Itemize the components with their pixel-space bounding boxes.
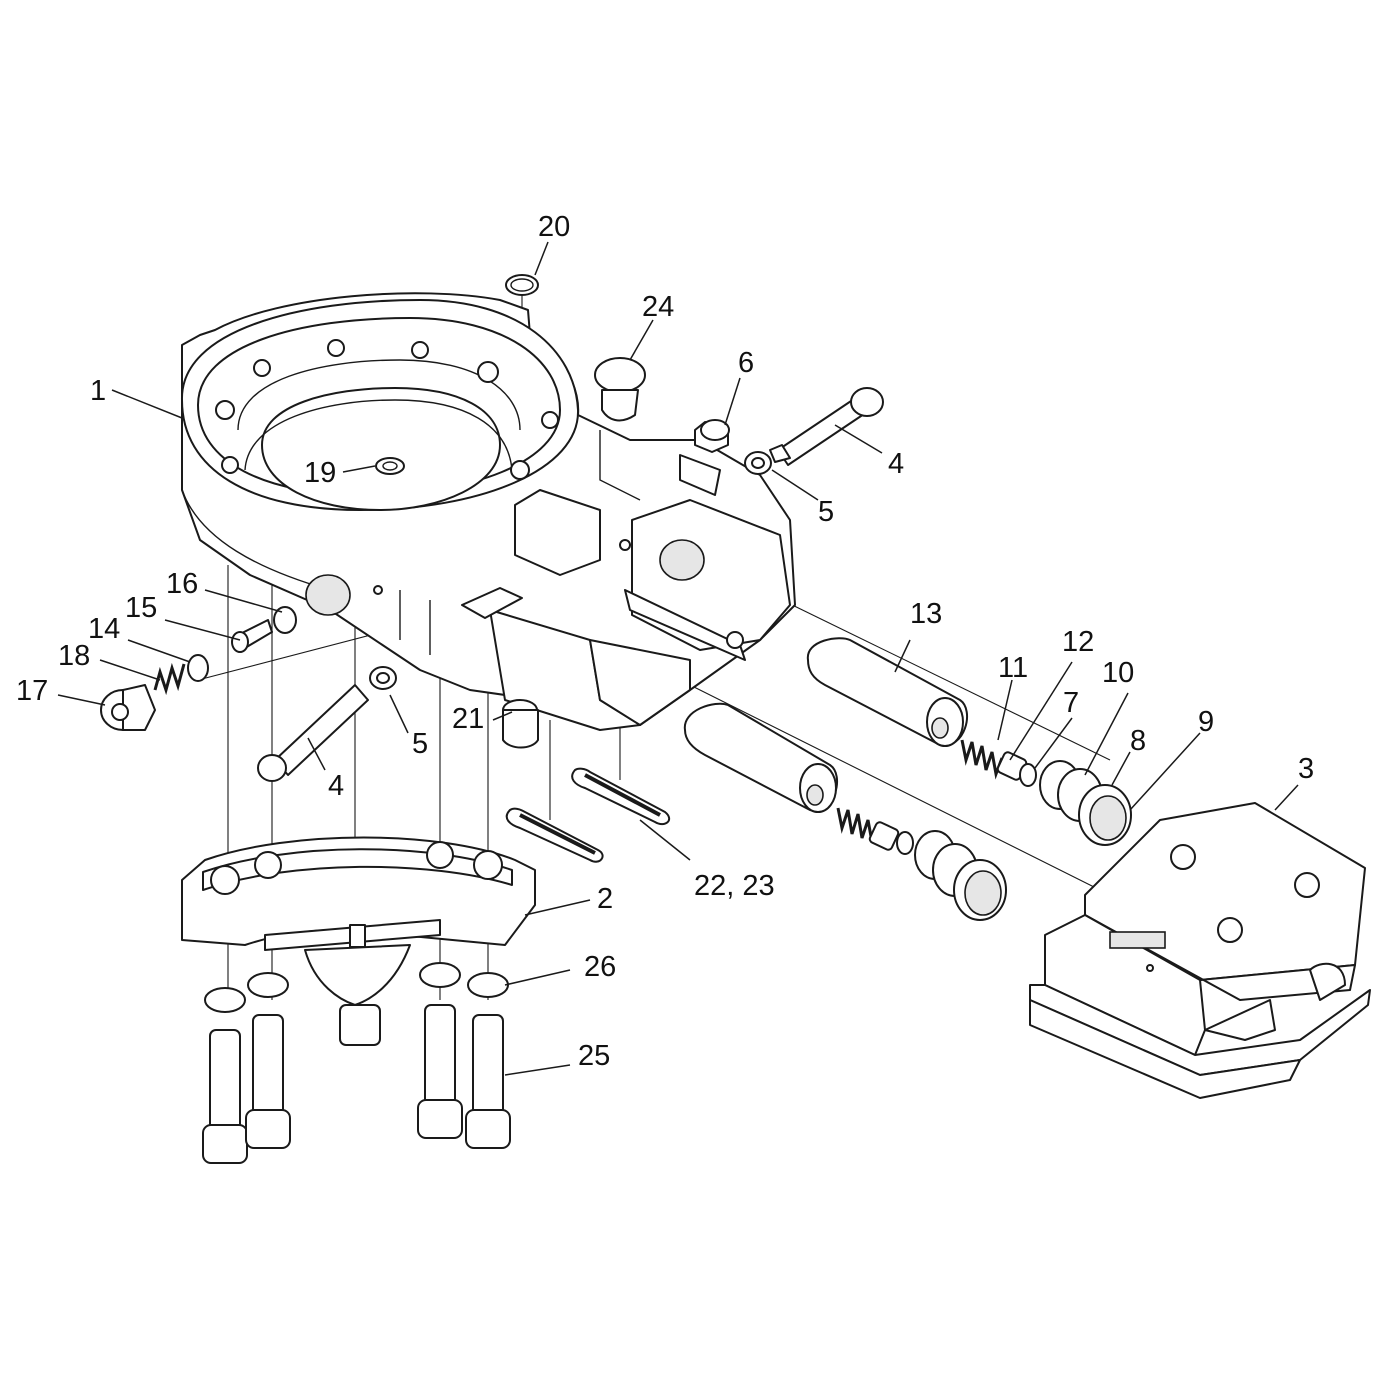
- piston-part-13: [683, 637, 969, 813]
- callout-18: 18: [58, 640, 90, 672]
- callout-12: 12: [1062, 626, 1094, 658]
- callout-3: 3: [1298, 753, 1314, 785]
- callout-13: 13: [910, 598, 942, 630]
- callout-10: 10: [1102, 657, 1134, 689]
- callout-21: 21: [452, 703, 484, 735]
- oring-part-19: [375, 457, 405, 475]
- callout-19: 19: [304, 457, 336, 489]
- callout-16: 16: [166, 568, 198, 600]
- washer-part-5-lower: [369, 666, 397, 690]
- callout-6: 6: [738, 347, 754, 379]
- bridge-part-2: [181, 836, 536, 1046]
- callout-2: 2: [597, 883, 613, 915]
- valve-parts-14-18: [153, 606, 297, 696]
- screw-part-4-lower: [257, 684, 369, 782]
- plug-part-17: [100, 684, 156, 731]
- oring-part-20: [505, 274, 539, 296]
- callout-17: 17: [16, 675, 48, 707]
- callout-4-upper: 4: [888, 448, 904, 480]
- callout-25: 25: [578, 1040, 610, 1072]
- plug-part-6: [694, 419, 730, 453]
- screw-part-4-upper: [769, 387, 884, 466]
- plug-part-21: [502, 699, 539, 749]
- callout-5-upper: 5: [818, 496, 834, 528]
- leader-lines: [57, 241, 1299, 1076]
- keys-parts-22-23: [505, 767, 671, 863]
- callout-15: 15: [125, 592, 157, 624]
- callout-8: 8: [1130, 725, 1146, 757]
- callout-26: 26: [584, 951, 616, 983]
- callout-9: 9: [1198, 706, 1214, 738]
- callout-labels: 1 2 3 4 4 5 5 6 7 8 9 10 11 12 13 14 15 …: [16, 211, 1314, 1072]
- washer-part-5-upper: [744, 451, 772, 475]
- callout-22-23: 22, 23: [694, 870, 775, 902]
- callout-24: 24: [642, 291, 674, 323]
- callout-5-lower: 5: [412, 728, 428, 760]
- callout-7: 7: [1063, 687, 1079, 719]
- callout-20: 20: [538, 211, 570, 243]
- housing-part-1: [180, 292, 796, 731]
- callout-11: 11: [998, 652, 1028, 684]
- valve-stack-upper: [960, 739, 1132, 846]
- callout-4-lower: 4: [328, 770, 344, 802]
- bolts-part-25: [202, 1004, 511, 1164]
- washers-part-26: [204, 962, 509, 1013]
- valve-stack-lower: [836, 807, 1007, 921]
- callout-14: 14: [88, 613, 120, 645]
- plug-part-24: [594, 357, 646, 422]
- callout-1: 1: [90, 375, 106, 407]
- jaw-block-part-3: [1029, 802, 1371, 1099]
